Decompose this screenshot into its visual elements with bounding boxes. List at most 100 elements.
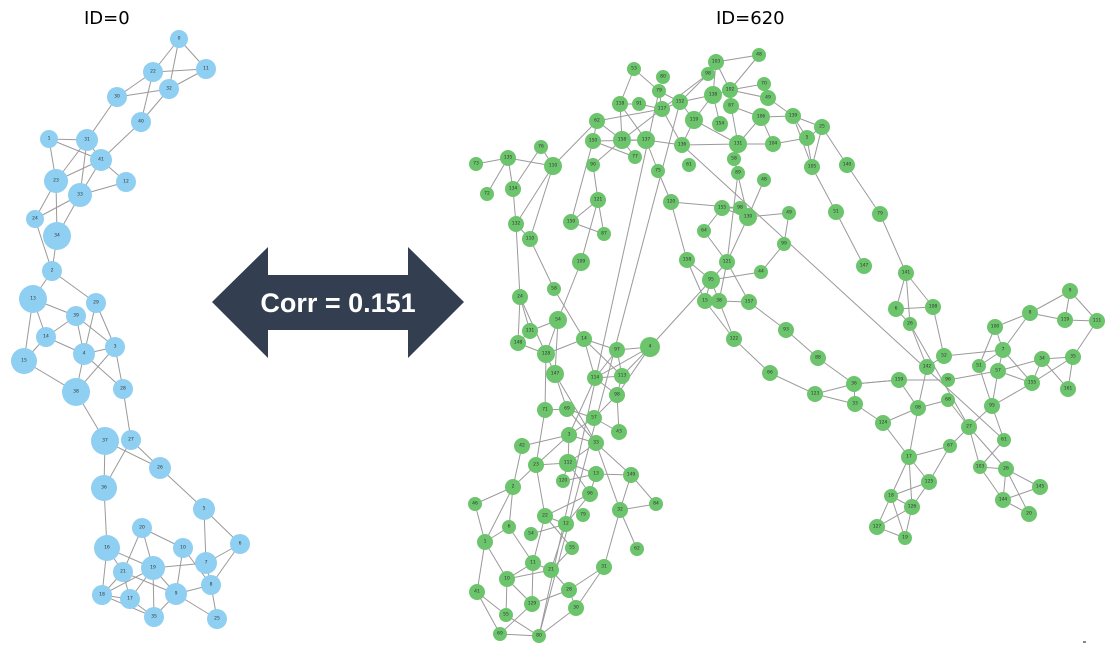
node-circle — [846, 376, 862, 392]
graph-node: 17 — [901, 449, 917, 465]
graph-node: 104 — [765, 136, 781, 152]
node-circle — [752, 108, 770, 126]
node-label: 119 — [690, 117, 699, 123]
node-circle — [901, 449, 917, 465]
node-circle — [729, 135, 747, 153]
node-label: 147 — [860, 263, 869, 269]
node-label: 6 — [895, 306, 898, 312]
node-circle — [632, 97, 646, 111]
node-circle — [173, 538, 193, 558]
node-label: 104 — [769, 141, 778, 147]
node-circle — [559, 454, 577, 472]
graph-node: 1 — [40, 130, 58, 148]
node-label: 155 — [1028, 380, 1037, 386]
graph-node: 147 — [546, 365, 564, 383]
node-label: 132 — [512, 221, 521, 227]
graph-edge — [890, 495, 906, 539]
node-label: 152 — [676, 99, 685, 105]
node-circle — [586, 158, 600, 172]
node-circle — [708, 54, 724, 70]
node-label: 100 — [991, 324, 1000, 330]
node-circle — [990, 363, 1006, 379]
graph-node: 152 — [672, 94, 688, 110]
node-circle — [86, 293, 106, 313]
graph-node: 122 — [726, 331, 742, 347]
node-label: 103 — [712, 59, 721, 65]
node-label: 62 — [634, 546, 640, 552]
node-label: 75 — [655, 168, 661, 174]
node-circle — [757, 173, 771, 187]
node-label: 10 — [180, 545, 186, 551]
graph-node: 8 — [201, 575, 221, 595]
node-circle — [663, 194, 679, 210]
node-circle — [785, 108, 801, 124]
node-label: 161 — [1064, 386, 1073, 392]
graph-node: 106 — [752, 108, 770, 126]
node-label: 90 — [590, 162, 596, 168]
graph-node: 139 — [785, 108, 801, 124]
node-circle — [682, 158, 696, 172]
node-label: 33 — [852, 401, 858, 407]
node-circle — [468, 497, 482, 511]
node-circle — [672, 94, 688, 110]
node-label: 1 — [484, 539, 487, 545]
graph-node: 80 — [532, 629, 546, 643]
node-label: 121 — [594, 197, 603, 203]
node-circle — [984, 398, 1000, 414]
node-label: 32 — [617, 507, 623, 513]
graph-node: 100 — [987, 319, 1003, 335]
node-label: 24 — [32, 216, 38, 222]
graph-node: 135 — [500, 150, 516, 166]
node-circle — [508, 216, 524, 232]
node-label: 31 — [601, 564, 607, 570]
graph-node: 26 — [998, 461, 1014, 477]
node-circle — [1024, 375, 1040, 391]
node-circle — [828, 204, 844, 220]
node-circle — [921, 474, 937, 490]
node-circle — [477, 534, 493, 550]
node-label: 142 — [923, 364, 932, 370]
node-label: 111 — [1093, 318, 1102, 324]
graph-node: 19 — [141, 556, 165, 580]
graph-node: 119 — [685, 111, 703, 129]
node-label: 120 — [667, 199, 676, 205]
node-label: 19 — [150, 565, 156, 571]
node-label: 41 — [474, 589, 480, 595]
node-label: 9 — [1069, 288, 1072, 294]
node-label: 53 — [631, 66, 637, 72]
graph-node: 57 — [990, 363, 1006, 379]
node-circle — [469, 584, 485, 600]
node-circle — [762, 365, 778, 381]
graph-node: 61 — [682, 158, 696, 172]
node-label: 17 — [127, 596, 133, 602]
graph-node: 87 — [723, 98, 739, 114]
node-label: 46 — [472, 501, 478, 507]
correlation-double-arrow: Corr = 0.151 — [212, 247, 464, 358]
node-label: 55 — [569, 545, 575, 551]
node-circle — [532, 629, 546, 643]
node-circle — [807, 386, 823, 402]
node-label: 33 — [77, 192, 83, 198]
node-circle — [847, 396, 863, 412]
graph-node: 129 — [524, 596, 540, 612]
node-circle — [19, 285, 47, 313]
graph-node: 149 — [623, 467, 639, 483]
graph-edge — [661, 73, 709, 110]
node-circle — [141, 556, 165, 580]
graph-node: 8 — [1022, 305, 1038, 321]
graph-node: 55 — [499, 608, 513, 622]
node-label: 150 — [567, 219, 576, 225]
graph-node: 125 — [921, 474, 937, 490]
node-circle — [193, 498, 215, 520]
node-circle — [741, 294, 757, 310]
node-circle — [120, 589, 140, 609]
graph-node: 157 — [741, 294, 757, 310]
graph-edge — [846, 164, 881, 215]
node-circle — [1022, 305, 1038, 321]
node-label: 58 — [551, 286, 557, 292]
graph-node: 15 — [11, 348, 37, 374]
node-circle — [534, 140, 548, 154]
graph-node: 38 — [711, 293, 727, 309]
graph-node: 41 — [90, 149, 112, 171]
graph-node: 110 — [522, 231, 538, 247]
